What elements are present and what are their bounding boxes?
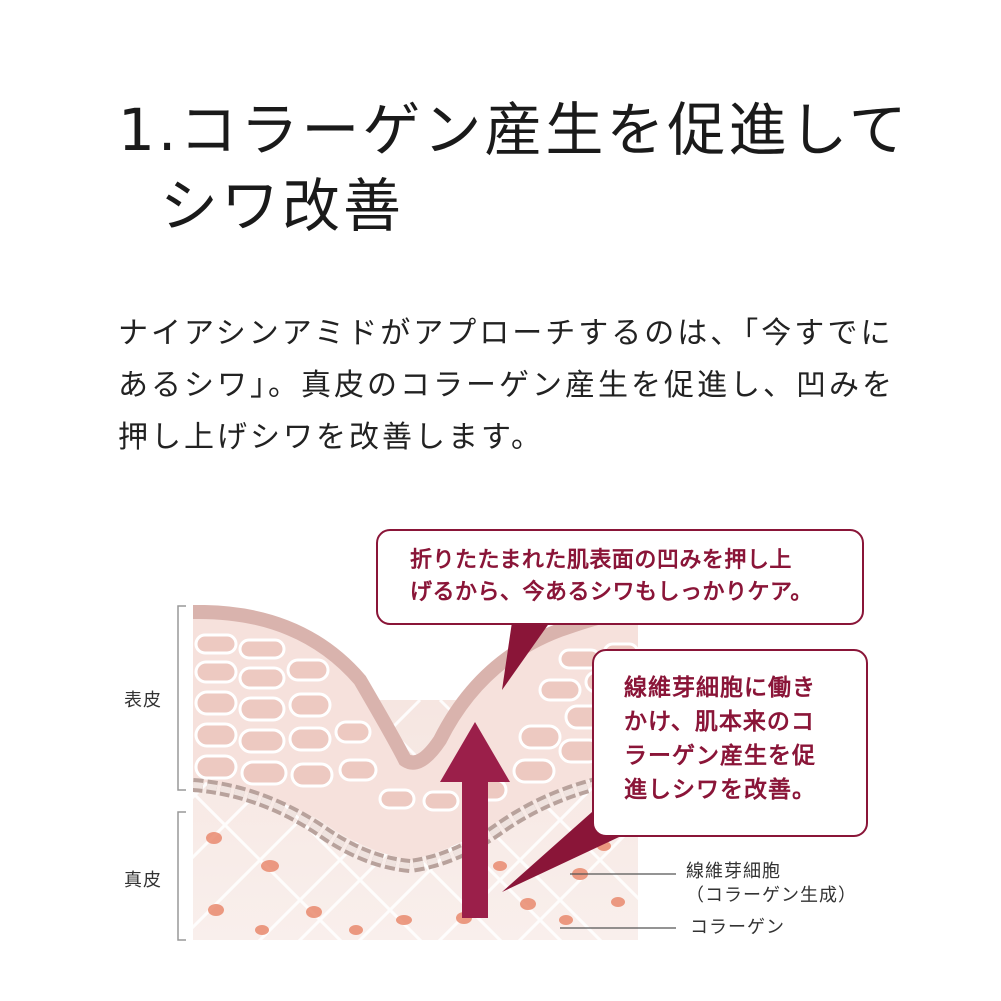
callout-top-pointer — [502, 622, 550, 690]
skin-surface — [193, 605, 638, 770]
fibroblast-legend-label: 線維芽細胞 （コラーゲン生成） — [686, 860, 857, 908]
description-line-1: ナイアシンアミドがアプローチするのは、「今すでに — [118, 316, 894, 351]
callout-top-line-1: 折りたたまれた肌表面の凹みを押し上 — [410, 548, 792, 573]
collagen-legend-label: コラーゲン — [690, 917, 785, 938]
page-heading: 1.コラーゲン産生を促進して シワ改善 — [118, 92, 910, 244]
epidermis-label: 表皮 — [124, 690, 162, 711]
callout-right-line-2: かけ、肌本来のコ — [624, 709, 815, 735]
heading-line-2: シワ改善 — [160, 172, 405, 240]
description-line-2: あるシワ」。真皮のコラーゲン産生を促進し、凹みを — [118, 368, 895, 403]
callout-right-line-4: 進しシワを改善。 — [624, 777, 816, 803]
dermis-label: 真皮 — [124, 870, 162, 891]
heading-line-1: 1.コラーゲン産生を促進して — [118, 96, 910, 164]
callout-right-line-3: ラーゲン産生を促 — [624, 743, 816, 769]
callout-surface-care: 折りたたまれた肌表面の凹みを押し上 げるから、今あるシワもしっかりケア。 — [376, 529, 864, 625]
fibroblast-legend-line-1: 線維芽細胞 — [686, 861, 781, 882]
push-up-arrow-icon — [440, 722, 510, 918]
epidermis-bracket — [177, 605, 186, 791]
dermis-bracket — [177, 811, 186, 941]
description-line-3: 押し上げシワを改善します。 — [118, 420, 544, 455]
callout-right-line-1: 線維芽細胞に働き — [624, 675, 816, 701]
description-text: ナイアシンアミドがアプローチするのは、「今すでに あるシワ」。真皮のコラーゲン産… — [118, 308, 898, 464]
callout-fibroblast-action: 線維芽細胞に働き かけ、肌本来のコ ラーゲン産生を促 進しシワを改善。 — [592, 649, 868, 837]
callout-top-line-2: げるから、今あるシワもしっかりケア。 — [410, 580, 813, 605]
fibroblast-legend-line-2: （コラーゲン生成） — [686, 885, 857, 906]
skin-cross-section-diagram — [177, 605, 676, 941]
